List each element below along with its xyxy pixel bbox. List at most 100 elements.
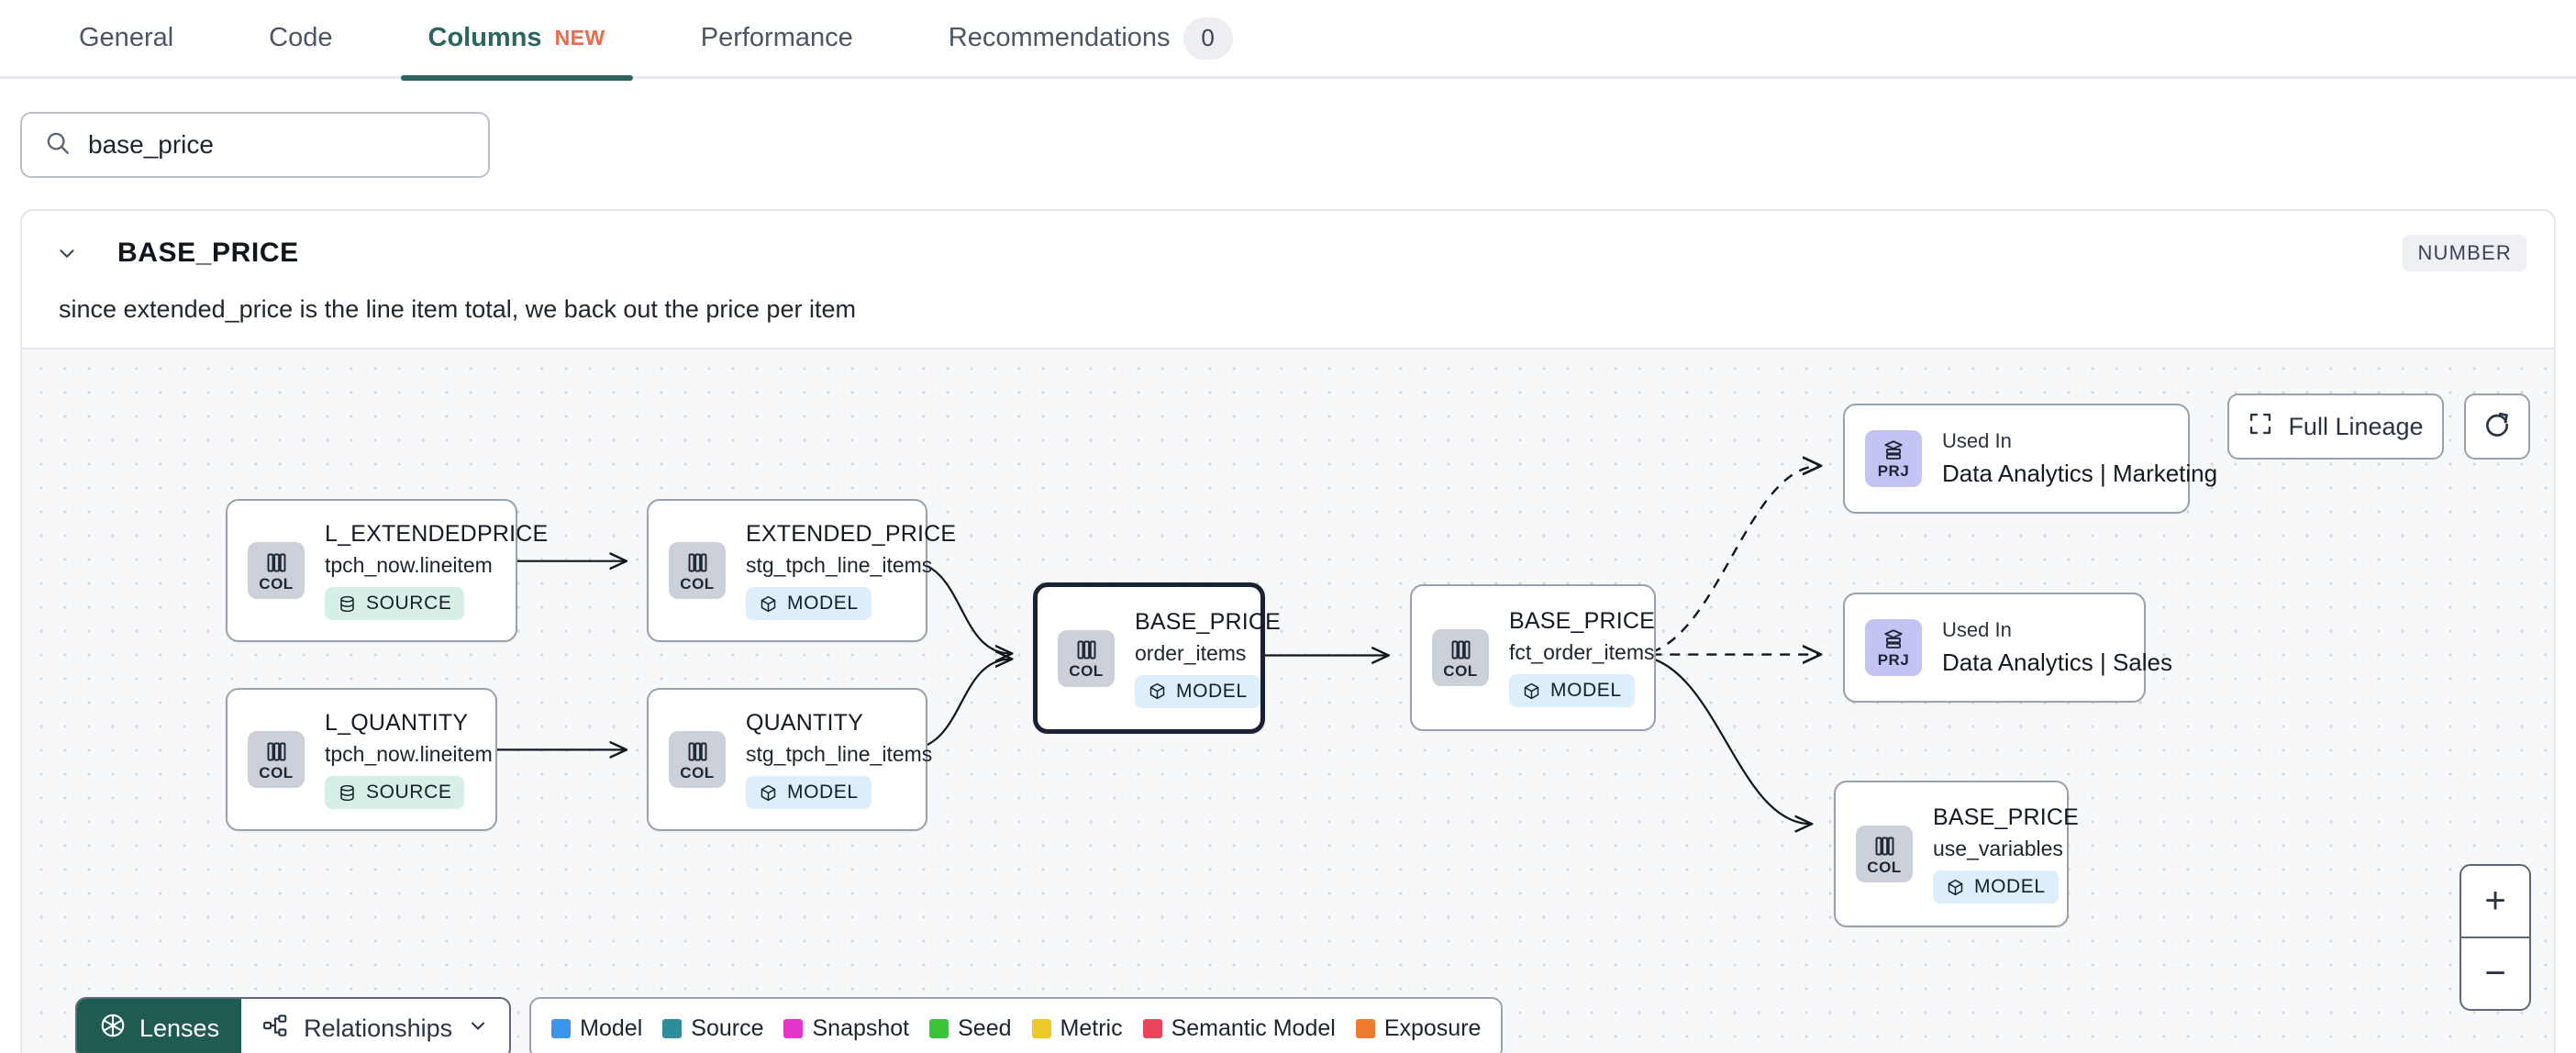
zoom-in-button[interactable]: +: [2461, 866, 2529, 938]
legend-swatch: [1031, 1018, 1051, 1038]
new-badge: NEW: [554, 26, 605, 50]
node-title: BASE_PRICE: [1509, 608, 1656, 634]
tab-performance[interactable]: Performance: [673, 0, 881, 78]
page-title: BASE_PRICE: [117, 238, 299, 268]
materialization-badge: MODEL: [1135, 674, 1260, 708]
project-icon: PRJ: [1865, 430, 1922, 487]
col-icon: COL: [1058, 629, 1115, 687]
legend-label: Metric: [1060, 1014, 1123, 1041]
legend-swatch: [662, 1018, 683, 1038]
aperture-icon: [99, 1012, 127, 1046]
expand-icon: [2248, 411, 2273, 443]
tab-label: Recommendations: [948, 23, 1171, 52]
node-body: QUANTITY stg_tpch_line_items MODEL: [746, 710, 932, 809]
column-header: BASE_PRICE NUMBER: [22, 211, 2554, 272]
zoom-controls: + −: [2459, 864, 2531, 1011]
chevron-down-icon[interactable]: [51, 238, 83, 269]
database-icon: [340, 595, 354, 612]
materialization-badge: MODEL: [746, 776, 872, 809]
cube-icon: [1149, 682, 1165, 700]
col-icon: COL: [1856, 826, 1913, 882]
cube-icon: [1524, 682, 1539, 699]
lenses-button[interactable]: Lenses: [77, 999, 242, 1053]
search-icon: [44, 129, 72, 161]
prj-icon-label: PRJ: [1877, 462, 1910, 480]
tab-general[interactable]: General: [51, 0, 201, 78]
badge-label: MODEL: [1176, 680, 1248, 702]
col-icon-label: COL: [259, 574, 294, 593]
search-box[interactable]: [20, 112, 490, 178]
lineage-node-base-price-fct-order-items[interactable]: COL BASE_PRICE fct_order_items MODEL: [1410, 584, 1656, 731]
node-subtitle: stg_tpch_line_items: [746, 742, 933, 766]
lineage-node-project-marketing[interactable]: PRJ Used In Data Analytics | Marketing: [1843, 404, 2217, 514]
legend-item-seed: Seed: [929, 1015, 1012, 1042]
tab-recommendations[interactable]: Recommendations 0: [921, 0, 1260, 78]
project-icon: PRJ: [1865, 619, 1922, 676]
node-title: Data Analytics | Sales: [1942, 648, 2172, 676]
materialization-badge: MODEL: [1509, 674, 1635, 707]
database-icon: [340, 784, 354, 801]
materialization-badge: MODEL: [1933, 870, 2059, 903]
column-type-badge: NUMBER: [2403, 235, 2526, 272]
cube-icon: [761, 784, 776, 801]
node-used-in-label: Used In: [1942, 618, 2012, 641]
lineage-node-l-extendedprice[interactable]: COL L_EXTENDEDPRICE tpch_now.lineitem SO…: [226, 499, 548, 642]
node-title: Data Analytics | Marketing: [1942, 460, 2218, 487]
node-subtitle: stg_tpch_line_items: [746, 553, 933, 577]
lineage-node-quantity[interactable]: COL QUANTITY stg_tpch_line_items MODEL: [647, 688, 932, 831]
search-input[interactable]: [88, 130, 466, 160]
col-icon-label: COL: [680, 763, 715, 781]
tab-label: Code: [269, 23, 333, 52]
refresh-button[interactable]: [2464, 393, 2530, 460]
tab-columns[interactable]: Columns NEW: [400, 0, 633, 81]
col-icon-label: COL: [1443, 661, 1478, 680]
lineage-node-base-price-use-variables[interactable]: COL BASE_PRICE use_variables MODEL: [1834, 781, 2079, 927]
tab-label: Performance: [700, 23, 853, 52]
node-body: EXTENDED_PRICE stg_tpch_line_items MODEL: [746, 521, 956, 620]
node-body: L_EXTENDEDPRICE tpch_now.lineitem SOURCE: [325, 521, 548, 620]
relationships-button[interactable]: Relationships: [241, 999, 509, 1053]
node-title: L_EXTENDEDPRICE: [325, 521, 549, 547]
legend-item-semantic-model: Semantic Model: [1142, 1014, 1336, 1042]
lineage-node-base-price-order-items[interactable]: COL BASE_PRICE order_items MODEL: [1033, 582, 1281, 734]
materialization-badge: SOURCE: [325, 587, 465, 620]
col-icon: COL: [669, 542, 726, 599]
chevron-down-icon: [467, 1014, 489, 1043]
node-body: BASE_PRICE fct_order_items MODEL: [1509, 608, 1655, 707]
col-icon-label: COL: [259, 763, 294, 781]
tab-code[interactable]: Code: [241, 0, 360, 78]
lineage-canvas[interactable]: COL L_EXTENDEDPRICE tpch_now.lineitem SO…: [22, 348, 2554, 1053]
legend-swatch: [1142, 1018, 1162, 1038]
col-icon: COL: [248, 542, 305, 599]
legend-swatch: [1355, 1018, 1375, 1038]
node-body: Used In Data Analytics | Sales: [1942, 618, 2172, 677]
legend-item-snapshot: Snapshot: [783, 1015, 909, 1042]
col-icon-label: COL: [1867, 858, 1902, 876]
legend-label: Semantic Model: [1171, 1014, 1336, 1041]
col-icon-label: COL: [680, 574, 715, 593]
lineage-node-extended-price[interactable]: COL EXTENDED_PRICE stg_tpch_line_items M…: [647, 499, 956, 642]
node-used-in-label: Used In: [1942, 429, 2012, 452]
lens-group: Lenses Relationships: [75, 997, 512, 1053]
full-lineage-button[interactable]: Full Lineage: [2227, 393, 2444, 460]
materialization-badge: SOURCE: [325, 776, 465, 809]
badge-label: SOURCE: [366, 593, 452, 614]
lenses-label: Lenses: [139, 1014, 220, 1042]
legend-item-model: Model: [551, 1015, 642, 1042]
cube-icon: [1948, 879, 1963, 895]
lineage-toolbar: Lenses Relationships: [75, 997, 1504, 1053]
prj-icon-label: PRJ: [1877, 651, 1910, 669]
refresh-icon: [2482, 410, 2512, 444]
node-subtitle: use_variables: [1933, 837, 2063, 860]
node-title: BASE_PRICE: [1933, 804, 2080, 830]
lineage-node-project-sales[interactable]: PRJ Used In Data Analytics | Sales: [1843, 593, 2172, 703]
legend-label: Snapshot: [812, 1014, 910, 1041]
node-body: L_QUANTITY tpch_now.lineitem SOURCE: [325, 710, 493, 809]
zoom-out-button[interactable]: −: [2484, 953, 2506, 993]
node-title: EXTENDED_PRICE: [746, 521, 957, 547]
badge-label: MODEL: [787, 593, 859, 614]
node-body: Used In Data Analytics | Marketing: [1942, 429, 2217, 488]
node-subtitle: fct_order_items: [1509, 640, 1655, 664]
tab-bar: General Code Columns NEW Performance Rec…: [0, 0, 2576, 81]
lineage-node-l-quantity[interactable]: COL L_QUANTITY tpch_now.lineitem SOURCE: [226, 688, 497, 831]
